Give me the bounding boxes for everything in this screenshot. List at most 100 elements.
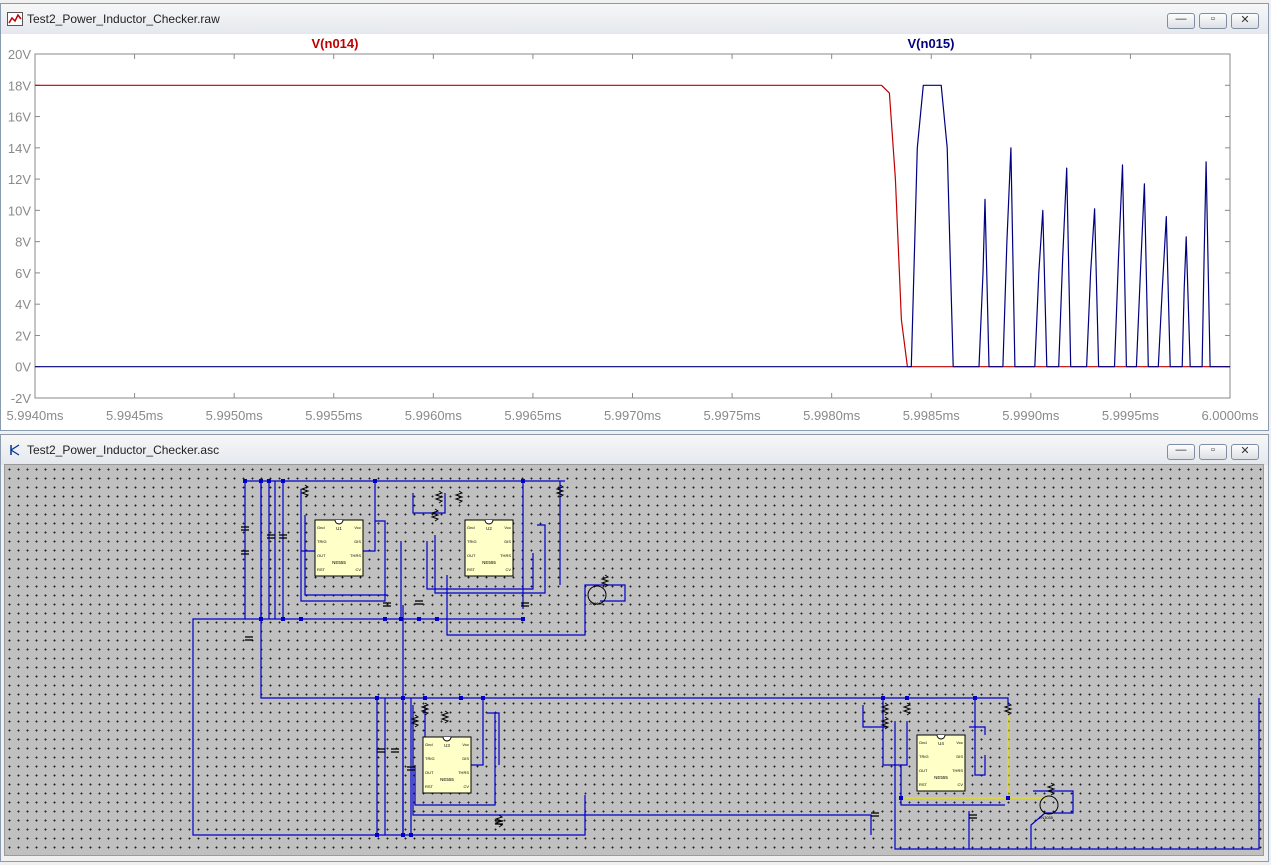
ic-pin-label: DIS xyxy=(956,754,963,759)
wire xyxy=(894,698,1260,850)
ic-pin-label: TRIG xyxy=(317,539,327,544)
ic-body xyxy=(422,736,472,794)
junction-dot xyxy=(435,617,439,621)
ic-pin-label: THRS xyxy=(350,553,361,558)
wire xyxy=(304,515,387,596)
resistor-symbol xyxy=(410,714,420,728)
junction-dot xyxy=(373,479,377,483)
wire xyxy=(862,705,887,728)
y-tick-label: 2V xyxy=(15,328,31,343)
schematic-titlebar[interactable]: Test2_Power_Inductor_Checker.asc — ▫ ✕ xyxy=(1,435,1268,465)
wire xyxy=(414,712,496,806)
wire xyxy=(426,541,534,590)
y-tick-label: 8V xyxy=(15,235,31,250)
junction-dot xyxy=(401,696,405,700)
ic-pin-label: TRIG xyxy=(425,756,435,761)
restore-button[interactable]: ▫ xyxy=(1199,13,1227,29)
junction-dot xyxy=(881,696,885,700)
x-tick-label: 5.9960ms xyxy=(405,408,463,423)
ic-pin-label: Gnd xyxy=(317,525,325,530)
legend-label: V(n015) xyxy=(908,36,955,51)
restore-icon: ▫ xyxy=(1211,444,1215,456)
wire xyxy=(300,489,386,602)
junction-dot xyxy=(267,479,271,483)
ic-pin-label: RST xyxy=(317,567,326,572)
x-tick-label: 5.9940ms xyxy=(6,408,64,423)
schematic-drawing[interactable]: U1NE555GndTRIGOUTRSTVccDISTHRSCVU2NE555G… xyxy=(5,465,1263,855)
y-tick-label: 16V xyxy=(8,110,31,125)
y-tick-label: 0V xyxy=(15,360,31,375)
junction-dot xyxy=(905,696,909,700)
y-tick-label: 6V xyxy=(15,266,31,281)
ic-pin-label: OUT xyxy=(919,768,928,773)
wire xyxy=(974,698,986,776)
resistor-symbol xyxy=(880,716,890,730)
restore-icon: ▫ xyxy=(1211,13,1215,25)
resistor-symbol xyxy=(440,710,450,724)
ic-body xyxy=(464,519,514,577)
y-tick-label: 12V xyxy=(8,172,31,187)
junction-dot xyxy=(399,617,403,621)
junction-dot xyxy=(481,696,485,700)
wire xyxy=(446,575,626,636)
wire xyxy=(900,765,1005,806)
ic-ref-label: U1 xyxy=(336,526,342,531)
junction-dot xyxy=(259,479,263,483)
transistor-label: 2N3055 xyxy=(589,601,604,606)
ic-notch xyxy=(484,519,494,525)
minimize-icon: — xyxy=(1175,444,1187,456)
junction-dot xyxy=(1006,796,1010,800)
junction-dot xyxy=(281,479,285,483)
resistor-symbol xyxy=(420,702,430,716)
close-button[interactable]: ✕ xyxy=(1231,444,1259,460)
close-button[interactable]: ✕ xyxy=(1231,13,1259,29)
ic-pin-label: THRS xyxy=(500,553,511,558)
ic-pin-label: OUT xyxy=(467,553,476,558)
wire xyxy=(969,726,986,735)
restore-button[interactable]: ▫ xyxy=(1199,444,1227,460)
x-tick-label: 5.9970ms xyxy=(604,408,662,423)
ic-pin-label: CV xyxy=(355,567,361,572)
close-icon: ✕ xyxy=(1240,445,1250,457)
y-tick-label: 4V xyxy=(15,297,31,312)
junction-dot xyxy=(281,617,285,621)
resistor-symbol xyxy=(434,490,444,504)
mid-rail xyxy=(260,481,1009,705)
ic-pin-label: TRIG xyxy=(919,754,929,759)
x-tick-label: 5.9950ms xyxy=(206,408,264,423)
series-line-vn015 xyxy=(35,84,1230,368)
ic-ref-label: U4 xyxy=(938,741,944,746)
close-icon: ✕ xyxy=(1240,14,1250,26)
junction-dot xyxy=(409,833,413,837)
ic-pin-label: CV xyxy=(463,784,469,789)
minimize-button[interactable]: — xyxy=(1167,13,1195,29)
ic-model-label: NE555 xyxy=(440,777,454,782)
junction-dot xyxy=(417,617,421,621)
ic-pin-label: CV xyxy=(505,567,511,572)
y-tick-label: 10V xyxy=(8,203,31,218)
ic-pin-label: Vcc xyxy=(956,740,963,745)
resistor-symbol xyxy=(1046,782,1056,796)
x-tick-label: 5.9985ms xyxy=(903,408,961,423)
waveform-titlebar[interactable]: Test2_Power_Inductor_Checker.raw — ▫ ✕ xyxy=(1,4,1268,34)
ic-notch xyxy=(936,734,946,740)
wire xyxy=(495,712,500,765)
x-tick-label: 5.9990ms xyxy=(1002,408,1060,423)
ic-pin-label: CV xyxy=(957,782,963,787)
ic-pin-label: TRIG xyxy=(467,539,477,544)
minimize-button[interactable]: — xyxy=(1167,444,1195,460)
junction-dot xyxy=(375,696,379,700)
schematic-icon xyxy=(10,444,20,456)
junction-dot xyxy=(401,833,405,837)
ic-pin-label: THRS xyxy=(458,770,469,775)
ic-notch xyxy=(334,519,344,525)
y-tick-label: 14V xyxy=(8,141,31,156)
ic-pin-label: Vcc xyxy=(354,525,361,530)
waveform-icon xyxy=(7,12,23,26)
junction-dot xyxy=(423,696,427,700)
